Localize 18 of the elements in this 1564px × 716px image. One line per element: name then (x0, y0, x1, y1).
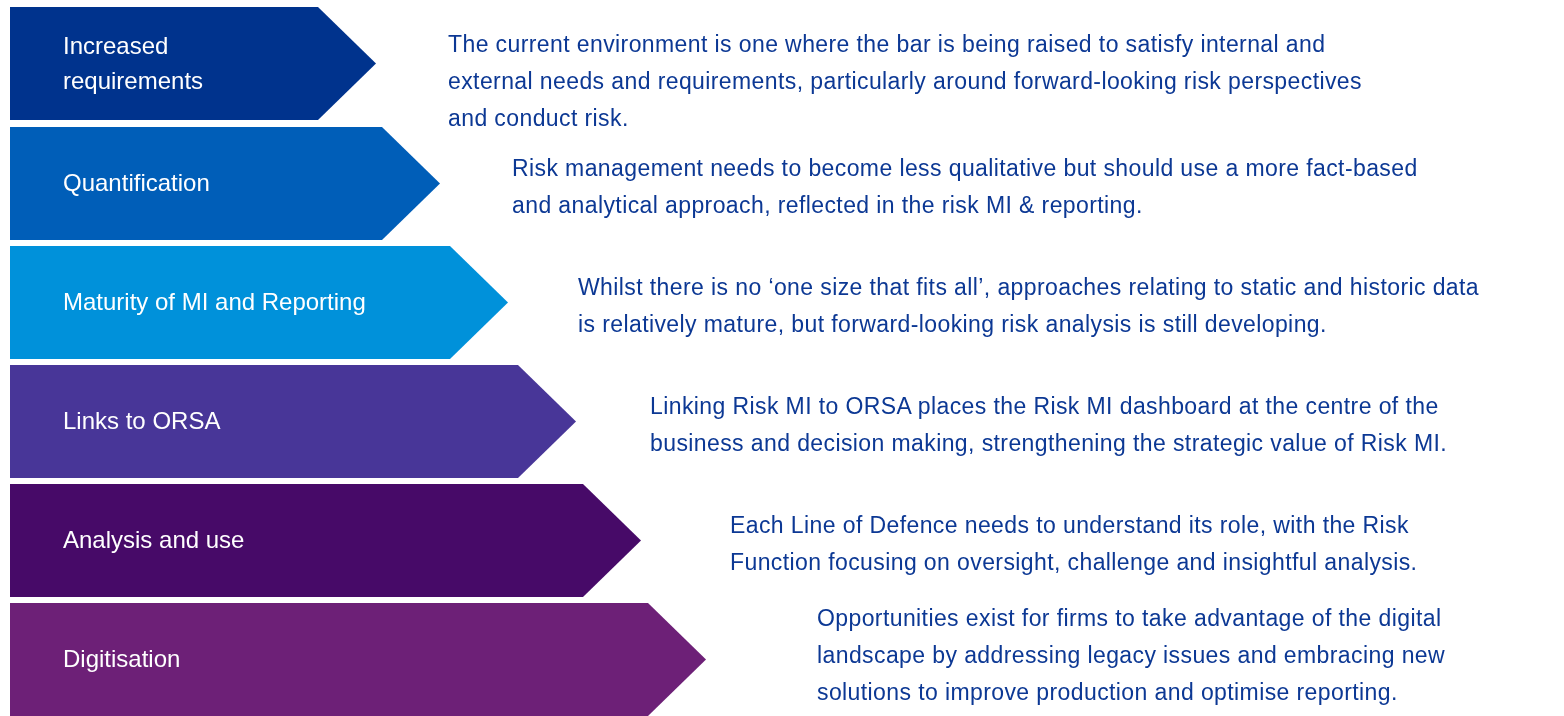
stage-description: The current environment is one where the bar is being raised to satisfy internal and external needs and requirements, particularly around forward-looking risk perspectives and conduct risk. (448, 30, 1363, 133)
stage-title: Links to ORSA (63, 406, 221, 437)
stage-title: Maturity of MI and Reporting (63, 287, 366, 318)
chevron-arrow-shape (10, 127, 440, 240)
chevron-arrow-shape (10, 246, 508, 359)
stage-description: Opportunities exist for firms to take advantage of the digital landscape by addressing legacy issues and embracing new solutions to improve production and optimise reporting. (817, 604, 1447, 707)
chevron-arrow-shape (10, 7, 376, 120)
stage-description: Each Line of Defence needs to understand its role, with the Risk Function focusing on oversight, challenge and insightful analysis. (730, 510, 1419, 577)
stage-title: Analysis and use (63, 525, 245, 556)
stage-description: Linking Risk MI to ORSA places the Risk MI dashboard at the centre of the business and decision making, strengthening the strategic value of Risk MI. (650, 391, 1449, 458)
chevron-arrow-shape (10, 484, 641, 597)
stage-description: Risk management needs to become less qualitative but should use a more fact-based and analytical approach, reflected in the risk MI & reporting. (512, 153, 1419, 220)
chevron-arrow-shape (10, 365, 576, 478)
stage-title: Increased requirements (63, 30, 205, 96)
stage-title: Quantification (63, 168, 210, 199)
stage-description: Whilst there is no ‘one size that fits all’, approaches relating to static and historic data is relatively mature, but forward-looking risk analysis is still developing. (578, 272, 1481, 339)
chevron-arrow-shape (10, 603, 706, 716)
stage-title: Digitisation (63, 644, 181, 675)
